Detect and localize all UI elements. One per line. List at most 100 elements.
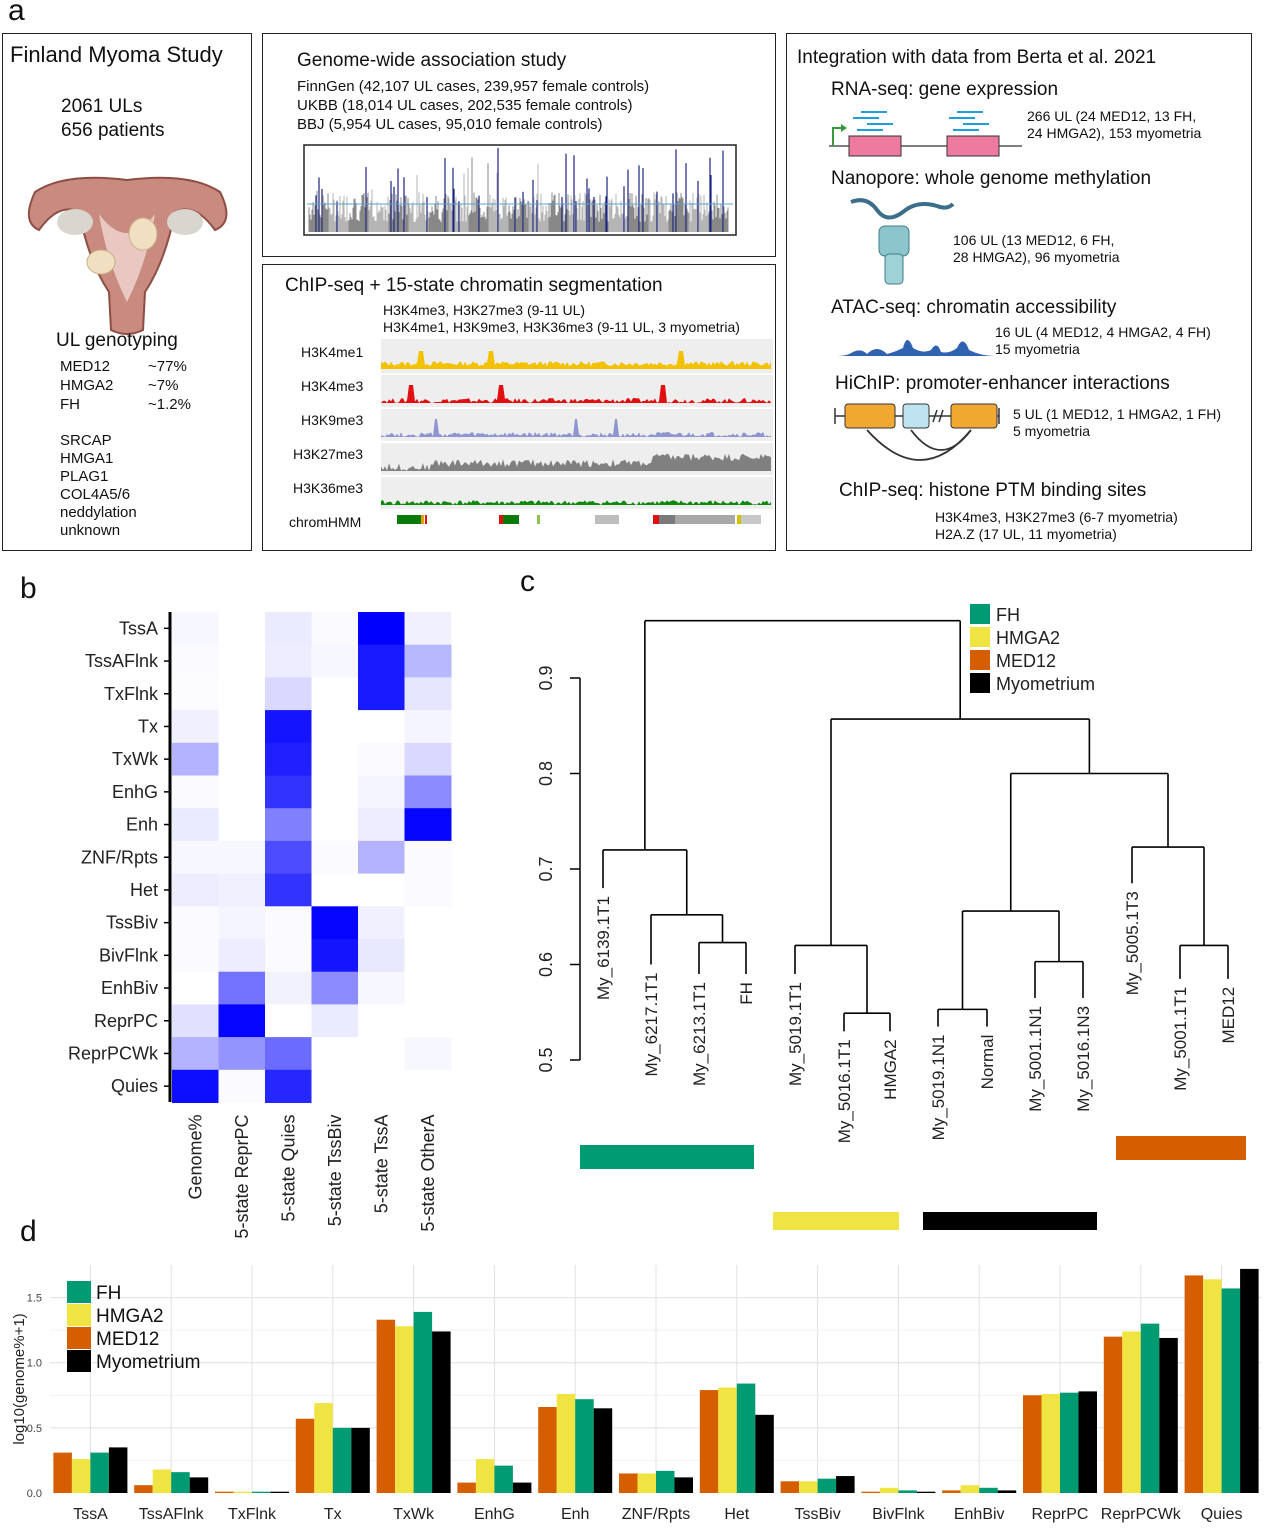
- heatmap-cell: [172, 612, 219, 646]
- heatmap-cell: [358, 710, 405, 744]
- dendrogram-y-tick-label: 0.9: [536, 665, 556, 690]
- bar-hmga2: [152, 1469, 172, 1493]
- heatmap-cell: [172, 808, 219, 842]
- bar-med12: [1184, 1275, 1204, 1493]
- bar-legend-swatch: [67, 1350, 91, 1372]
- heatmap-cell: [265, 1069, 312, 1103]
- dendrogram-leaf-label: My_5019.1T1: [786, 982, 805, 1086]
- heatmap-cell: [218, 1069, 266, 1103]
- chromhmm-segment: [675, 515, 735, 524]
- heatmap-cell: [172, 742, 219, 776]
- integration-title: Integration with data from Berta et al. …: [797, 47, 1157, 68]
- heatmap-cell: [265, 808, 312, 842]
- bar-med12: [134, 1485, 153, 1493]
- bar-y-tick-label: 1.5: [27, 1293, 42, 1305]
- dendrogram-y-tick-label: 0.5: [536, 1047, 556, 1072]
- heatmap-col-label: Genome%: [185, 1115, 205, 1200]
- heatmap-cell: [404, 873, 452, 907]
- dendrogram-leaf-label: MED12: [1219, 987, 1238, 1044]
- bar-myometrium: [432, 1331, 451, 1493]
- heatmap-cell: [218, 808, 266, 842]
- dendrogram-legend-label: HMGA2: [996, 628, 1060, 648]
- heatmap-cell: [404, 742, 452, 776]
- chip-signal-h3k27me3: [381, 453, 771, 471]
- bar-med12: [780, 1481, 800, 1493]
- bar-hmga2: [718, 1387, 737, 1493]
- hichip-count2: 5 myometria: [1013, 423, 1091, 439]
- dendrogram-y-tick-label: 0.6: [536, 952, 556, 977]
- chromhmm-segment: [653, 515, 659, 524]
- bar-category-label: TssAFlnk: [139, 1506, 205, 1523]
- bar-med12: [215, 1491, 234, 1493]
- heatmap-cell: [358, 906, 405, 940]
- rna-seq-illustration: [829, 111, 1022, 157]
- bar-med12: [295, 1418, 315, 1493]
- bar-category-label: TxFlnk: [228, 1506, 277, 1523]
- bar-legend-swatch: [67, 1304, 91, 1326]
- heatmap-cell: [218, 939, 266, 973]
- bar-fh: [413, 1311, 433, 1493]
- dendrogram-y-tick-label: 0.7: [536, 856, 556, 881]
- chromhmm-segment: [421, 515, 424, 524]
- bar-hmga2: [960, 1485, 980, 1493]
- heatmap-cell: [404, 677, 452, 711]
- heatmap-cell: [404, 775, 452, 809]
- chromhmm-segment: [595, 515, 619, 524]
- bar-myometrium: [836, 1476, 855, 1493]
- finland-title: Finland Myoma Study: [10, 42, 223, 67]
- heatmap-row-label: BivFlnk: [99, 945, 159, 965]
- dendrogram-leaf-label: My_5016.1N3: [1074, 1006, 1093, 1112]
- bar-y-tick-label: 0.5: [27, 1423, 42, 1435]
- heatmap-cell: [218, 873, 266, 907]
- bar-myometrium: [674, 1477, 693, 1493]
- heatmap-cell: [358, 971, 405, 1005]
- heatmap-cell: [311, 644, 359, 678]
- heatmap-cell: [218, 971, 266, 1005]
- heatmap-cell: [404, 971, 452, 1005]
- heatmap-cell: [311, 775, 359, 809]
- manhattan-plot: [303, 144, 737, 236]
- heatmap-cell: [358, 1004, 405, 1038]
- heatmap-cell: [311, 1004, 359, 1038]
- dendrogram-legend-label: Myometrium: [996, 674, 1095, 694]
- rna-seq-count2: 24 HMGA2), 153 myometria: [1027, 125, 1202, 141]
- bar-legend-label: HMGA2: [96, 1306, 164, 1327]
- bar-legend-label: MED12: [96, 1329, 159, 1350]
- heatmap-cell: [265, 1037, 312, 1071]
- chip-tracks: [381, 339, 773, 535]
- bar-category-label: Quies: [1201, 1506, 1243, 1523]
- dendrogram-leaf-label: My_6213.1T1: [690, 982, 709, 1086]
- gwas-box: Genome-wide association study FinnGen (4…: [262, 33, 776, 257]
- genotyping-title: UL genotyping: [56, 330, 178, 351]
- group-bar-myometrium: [923, 1212, 1097, 1230]
- dendrogram-legend-label: FH: [996, 605, 1020, 625]
- bar-myometrium: [512, 1482, 532, 1493]
- chip-ptm-title: ChIP-seq: histone PTM binding sites: [839, 480, 1147, 501]
- driver-item: PLAG1: [60, 468, 109, 485]
- gwas-ukbb: UKBB (18,014 UL cases, 202,535 female co…: [297, 97, 633, 114]
- heatmap-col-label: 5-state ReprPC: [232, 1115, 252, 1239]
- chromhmm-segment: [425, 515, 427, 524]
- heatmap-cell: [172, 840, 219, 875]
- heatmap-cell: [265, 644, 312, 678]
- chip-signal-h3k4me3: [381, 385, 771, 403]
- bar-category-label: EnhBiv: [954, 1506, 1005, 1523]
- finland-uls-count: 2061 ULs: [61, 96, 143, 117]
- heatmap-row-label: Enh: [126, 815, 158, 835]
- bar-fh: [1221, 1288, 1241, 1493]
- dendrogram-legend-swatch: [970, 650, 990, 670]
- heatmap-cell: [172, 939, 219, 973]
- bar-myometrium: [916, 1491, 936, 1493]
- bar-hmga2: [395, 1326, 414, 1493]
- heatmap-col-label: 5-state Quies: [278, 1115, 298, 1222]
- genotype-name: FH: [60, 396, 80, 413]
- bar-myometrium: [189, 1477, 209, 1493]
- dendrogram-leaf-label: My_5019.1N1: [929, 1035, 948, 1141]
- dendrogram-legend-swatch: [970, 604, 990, 624]
- panel-label-a: a: [8, 0, 25, 27]
- heatmap-row-label: Het: [130, 880, 158, 900]
- atac-illustration: [837, 340, 995, 356]
- heatmap-cell: [265, 873, 312, 907]
- chip-signal-h3k9me3: [381, 419, 771, 437]
- heatmap-cell: [311, 612, 359, 646]
